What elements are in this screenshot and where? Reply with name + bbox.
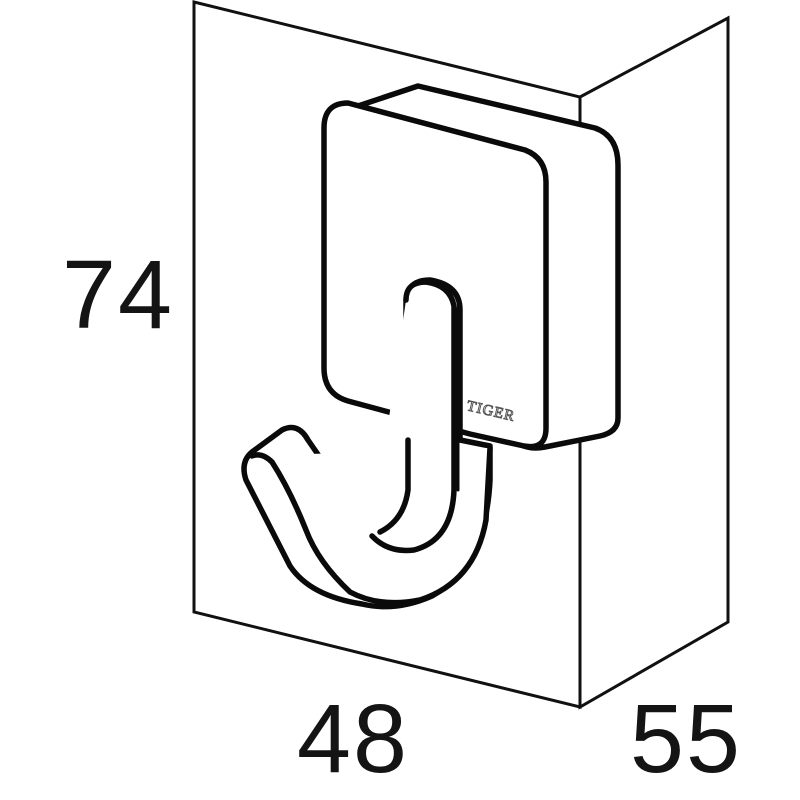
hook-shank (369, 279, 457, 554)
hook-base-plate (321, 83, 621, 451)
dimension-width: 48 (297, 684, 409, 793)
hook-shank-inner (377, 437, 411, 535)
dimension-depth: 55 (630, 684, 742, 793)
hook-arm (241, 277, 493, 610)
base-plate-front (321, 100, 549, 450)
dimension-height: 74 (62, 240, 174, 349)
wall-side-panel (578, 15, 730, 710)
wall-corner (192, 0, 730, 710)
